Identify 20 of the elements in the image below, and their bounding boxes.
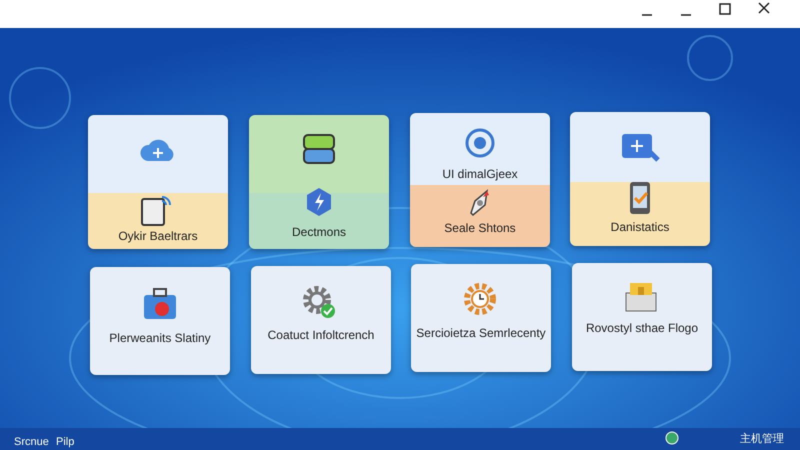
tile-label: Rovostyl sthae Flogo [584,321,700,335]
tile-label: Coatuct Infoltcrench [266,328,376,342]
status-text: Pilp [56,436,74,448]
status-text: 主机管理 [740,432,784,446]
app-tile [249,115,389,249]
status-text: Srcnue [14,436,49,448]
app-tile [90,267,230,375]
tile-label: Plerweanits Slatiny [108,331,212,345]
tile-label: Dectmons [290,225,348,239]
app-tile [572,263,712,371]
app-tile [410,113,550,247]
tile-label: Oykir Baeltrars [117,229,199,243]
app-tile [570,112,710,246]
tile-label: Danistatics [610,220,670,234]
tile-label: UI dimalGjeex [441,167,519,181]
app-tile [251,266,391,374]
app-tile [88,115,228,249]
tile-label: Seale Shtons [443,221,517,235]
app-tile [411,264,551,372]
tile-label: Sercioietza Semrlecenty [415,326,547,340]
